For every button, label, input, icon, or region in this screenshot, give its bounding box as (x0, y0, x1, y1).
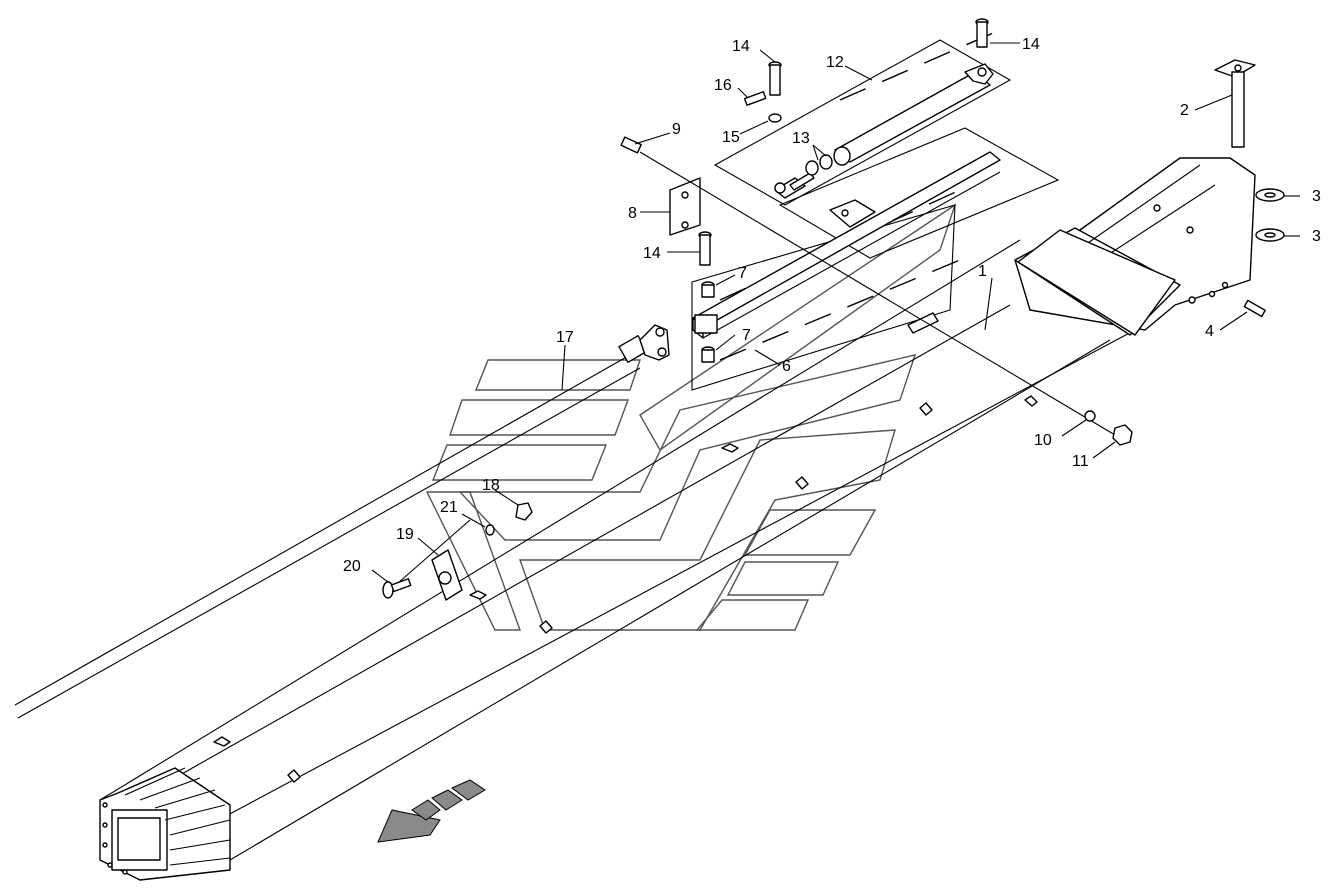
short-pin (1243, 299, 1266, 318)
callout-15: 15 (722, 129, 740, 146)
callout-4: 4 (1205, 323, 1214, 340)
washer-lower-hole (1264, 232, 1276, 238)
pin-top-left (768, 61, 782, 96)
top-cover-plate (1017, 229, 1176, 336)
callout-3-upper: 3 (1312, 188, 1321, 205)
callout-14-top-left: 14 (732, 38, 750, 55)
callout-21: 21 (440, 499, 458, 516)
callout-12: 12 (826, 54, 844, 71)
bushing-upper (701, 281, 715, 298)
callout-7-lower: 7 (742, 327, 751, 344)
nut-small (515, 502, 533, 521)
pin-with-plate (1214, 59, 1256, 148)
washer-small (768, 113, 782, 123)
flange-mount (431, 549, 463, 601)
callout-6: 6 (782, 358, 791, 375)
hydraulic-cylinder (833, 63, 994, 166)
callout-14-mid: 14 (643, 245, 661, 262)
callout-19: 19 (396, 526, 414, 543)
callout-labels: 1 2 3 3 4 6 7 7 8 9 10 11 12 13 14 14 14… (343, 36, 1321, 575)
direction-arrow (377, 779, 486, 843)
bolt-long (620, 136, 1116, 436)
callout-13: 13 (792, 130, 810, 147)
leader-lines (371, 42, 1300, 583)
roll-pin (743, 91, 767, 106)
washer-upper-hole (1264, 192, 1276, 198)
cover-plate (669, 177, 701, 236)
callout-3-lower: 3 (1312, 228, 1321, 245)
callout-10: 10 (1034, 432, 1052, 449)
alignment-dashes (719, 29, 1001, 361)
long-rod (14, 324, 670, 719)
callout-11: 11 (1072, 453, 1089, 470)
callout-8: 8 (628, 205, 637, 222)
callout-7-upper: 7 (738, 265, 747, 282)
lock-washer (1084, 410, 1096, 422)
nut (1112, 424, 1133, 446)
callout-9: 9 (672, 121, 681, 138)
inner-tube (692, 151, 1001, 339)
callout-16: 16 (714, 77, 732, 94)
callout-20: 20 (343, 558, 361, 575)
bushing-lower (701, 346, 715, 363)
watermark-logo (425, 203, 957, 631)
pin-mid (698, 231, 712, 266)
callout-2: 2 (1180, 102, 1189, 119)
washer-21 (485, 524, 495, 536)
pin-top-right (975, 18, 989, 48)
rod-end-seals (774, 154, 833, 199)
callout-1: 1 (978, 263, 987, 280)
callout-17: 17 (556, 329, 574, 346)
callout-14-top-right: 14 (1022, 36, 1040, 53)
callout-18: 18 (482, 477, 500, 494)
